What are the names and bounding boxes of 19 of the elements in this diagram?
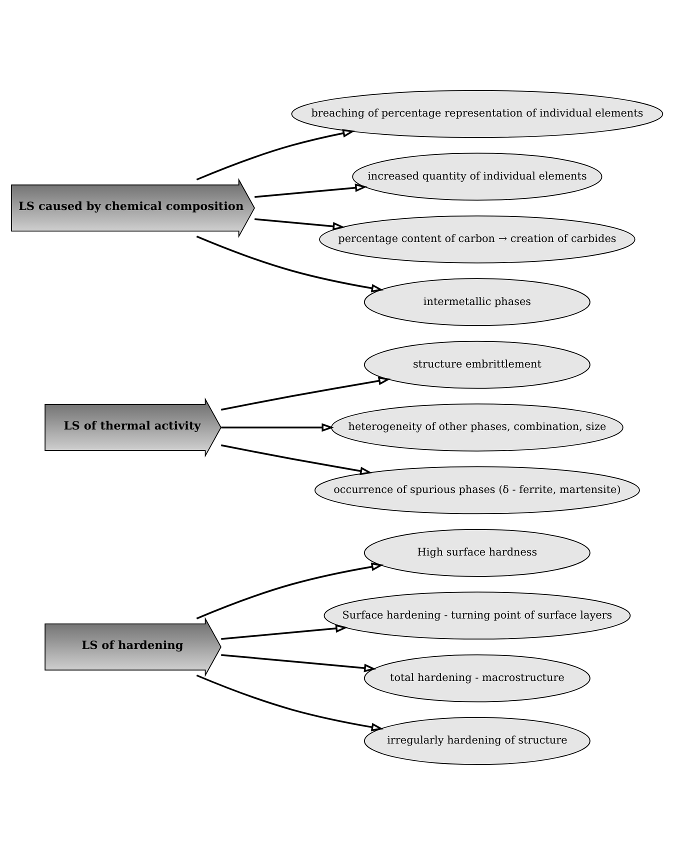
node-ellipse: increased quantity of individual elements — [352, 152, 602, 201]
node-ellipse: High surface hardness — [364, 528, 590, 577]
arrow — [196, 129, 355, 180]
arrow — [254, 218, 346, 231]
arrow — [254, 184, 368, 198]
node-ellipse: heterogeneity of other phases, combination, size — [331, 404, 624, 452]
arrow — [221, 444, 372, 476]
node-ellipse: percentage content of carbon → creation of carbides — [319, 215, 636, 264]
node-ellipse: structure embrittlement — [364, 340, 590, 389]
arrow — [221, 376, 391, 411]
arrow — [196, 674, 384, 732]
node-ellipse: intermetallic phases — [364, 278, 590, 326]
arrow — [221, 654, 376, 672]
node-ellipse: Surface hardening - turning point of surface layers — [324, 592, 631, 640]
arrow — [221, 624, 348, 640]
node-ellipse: irregularly hardening of structure — [364, 717, 590, 765]
arrow — [196, 236, 384, 292]
arrow — [221, 423, 334, 432]
arrow — [196, 562, 384, 620]
